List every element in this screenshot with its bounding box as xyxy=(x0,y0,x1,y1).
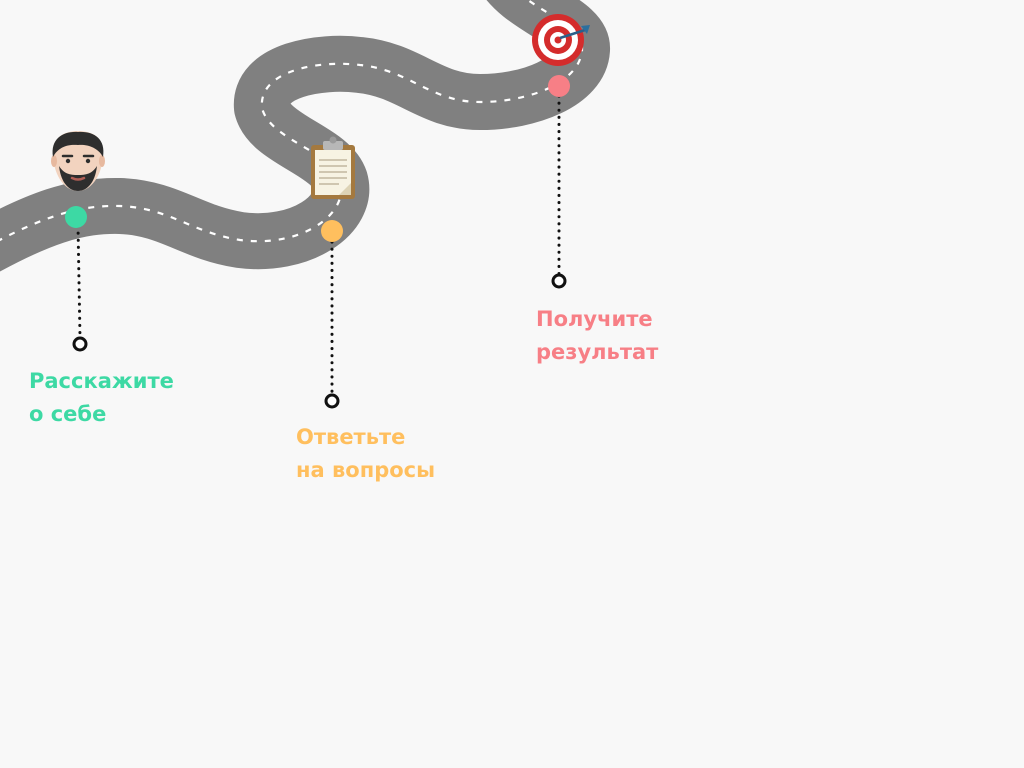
road xyxy=(0,0,610,272)
step-3-label: Получите результат xyxy=(536,303,658,369)
step-2-end-ring xyxy=(324,393,340,409)
step-1-label: Расскажите о себе xyxy=(29,365,174,431)
step-3-label-line1: Получите xyxy=(536,307,653,331)
step-2-marker xyxy=(321,220,343,242)
step-1-connector xyxy=(76,224,82,339)
step-3-end-ring xyxy=(551,273,567,289)
step-1-end-ring xyxy=(72,336,88,352)
step-2-label: Ответьте на вопросы xyxy=(296,421,435,487)
step-3-marker xyxy=(548,75,570,97)
step-1-marker xyxy=(65,206,87,228)
step-1-label-line1: Расскажите xyxy=(29,369,174,393)
step-3-label-line2: результат xyxy=(536,340,659,364)
clipboard-icon xyxy=(311,136,355,199)
target-icon xyxy=(532,14,590,66)
step-2-label-line1: Ответьте xyxy=(296,425,406,449)
step-2-label-line2: на вопросы xyxy=(296,458,436,482)
road-center-line xyxy=(0,0,584,243)
man-face-icon xyxy=(51,131,105,191)
step-1-label-line2: о себе xyxy=(29,402,107,426)
